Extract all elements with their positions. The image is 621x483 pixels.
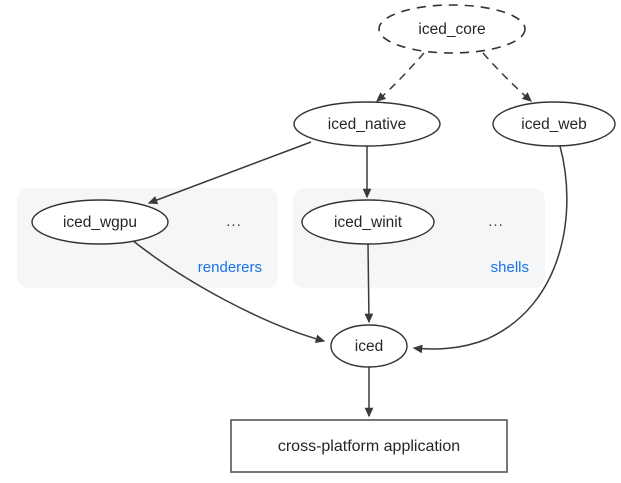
node-shape-iced_native[interactable] bbox=[293, 101, 441, 147]
node-shape-cross_platform_application[interactable] bbox=[230, 419, 508, 473]
edge-core-to-native bbox=[376, 52, 425, 102]
node-cross_platform_application[interactable]: cross-platform application bbox=[230, 419, 508, 473]
node-iced_web[interactable]: iced_web bbox=[492, 101, 616, 147]
cluster-ellipsis-renderers: ... bbox=[226, 213, 242, 230]
node-iced_winit[interactable]: iced_winit bbox=[301, 199, 435, 245]
edge-native-to-wgpu bbox=[147, 141, 312, 205]
node-shape-iced_core[interactable] bbox=[378, 4, 526, 54]
node-shape-iced_winit[interactable] bbox=[301, 199, 435, 245]
node-shape-iced_wgpu[interactable] bbox=[31, 199, 169, 245]
cluster-ellipsis-shells: ... bbox=[488, 213, 504, 230]
node-label-cross_platform_application: cross-platform application bbox=[278, 438, 460, 455]
edge-layer bbox=[131, 52, 568, 418]
node-iced[interactable]: iced bbox=[330, 324, 408, 368]
node-label-iced_web: iced_web bbox=[521, 116, 587, 133]
node-shape-iced_web[interactable] bbox=[492, 101, 616, 147]
node-label-iced: iced bbox=[355, 338, 383, 355]
node-label-iced_core: iced_core bbox=[418, 21, 485, 38]
node-shape-iced[interactable] bbox=[330, 324, 408, 368]
cluster-label-renderers: renderers bbox=[198, 259, 262, 276]
edge-wgpu-to-iced bbox=[131, 239, 326, 344]
edge-core-to-web bbox=[482, 52, 532, 102]
cluster-label-shells: shells bbox=[491, 259, 529, 276]
node-label-iced_winit: iced_winit bbox=[334, 214, 403, 231]
node-label-iced_wgpu: iced_wgpu bbox=[63, 214, 137, 231]
edge-web-to-iced bbox=[412, 145, 568, 354]
node-iced_native[interactable]: iced_native bbox=[293, 101, 441, 147]
node-iced_wgpu[interactable]: iced_wgpu bbox=[31, 199, 169, 245]
node-label-iced_native: iced_native bbox=[328, 116, 406, 133]
edge-winit-to-iced bbox=[364, 243, 374, 324]
node-iced_core[interactable]: iced_core bbox=[378, 4, 526, 54]
